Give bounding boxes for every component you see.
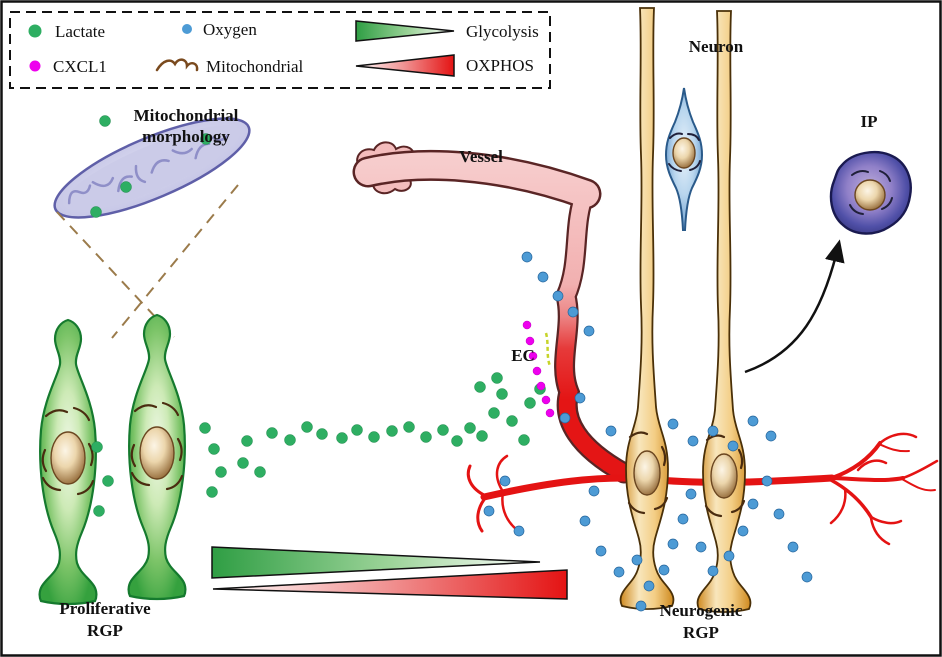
differentiation-arrow <box>744 239 845 374</box>
glycolysis-gradient-wedge <box>211 546 541 579</box>
label-vessel: Vessel <box>459 147 503 166</box>
label-mito-morphology-line1: Mitochondrial <box>134 106 239 125</box>
label-ip: IP <box>861 112 878 131</box>
legend-label-oxygen: Oxygen <box>203 20 257 39</box>
label-neurogenic-line2: RGP <box>683 623 719 642</box>
label-mito-morphology-line2: morphology <box>142 127 230 146</box>
lactate-dots-near-mitochondrion <box>90 115 212 218</box>
label-proliferative-line2: RGP <box>87 621 123 640</box>
lactate-dots-near-cells <box>91 422 227 517</box>
blood-vessel <box>352 141 635 484</box>
legend-box <box>9 11 551 89</box>
label-proliferative-line1: Proliferative <box>59 599 151 618</box>
neuron-cell <box>664 87 704 231</box>
capillary-network <box>466 432 939 546</box>
oxygen-dots <box>483 251 813 612</box>
legend-label-oxphos: OXPHOS <box>466 56 534 75</box>
endothelial-cell-junction <box>544 332 552 367</box>
label-neurogenic-line1: Neurogenic <box>660 601 743 620</box>
figure-labels: Mitochondrial morphology Vessel EC Neuro… <box>59 37 877 642</box>
label-ec: EC <box>511 346 535 365</box>
mitochondrion-illustration <box>53 117 251 219</box>
legend-label-lactate: Lactate <box>55 22 105 41</box>
zoom-dash-line-right <box>111 184 239 339</box>
oxphos-wedge-icon <box>355 54 455 77</box>
mitochondrial-squiggle-icon <box>155 58 199 72</box>
legend-label-glycolysis: Glycolysis <box>466 22 539 41</box>
oxygen-dot-icon <box>182 24 192 34</box>
oxphos-gradient-wedge <box>212 569 568 600</box>
lactate-dot-icon <box>28 24 42 38</box>
label-neuron: Neuron <box>689 37 744 56</box>
ip-cell <box>829 150 912 235</box>
cxcl1-dot-icon <box>29 60 41 72</box>
legend: Lactate Oxygen Glycolysis CXCL1 Mitochon… <box>9 11 551 89</box>
legend-label-cxcl1: CXCL1 <box>53 57 107 76</box>
cxcl1-dots <box>522 320 555 418</box>
legend-label-mitochondrial: Mitochondrial <box>206 57 304 76</box>
glycolysis-wedge-icon <box>355 20 455 42</box>
